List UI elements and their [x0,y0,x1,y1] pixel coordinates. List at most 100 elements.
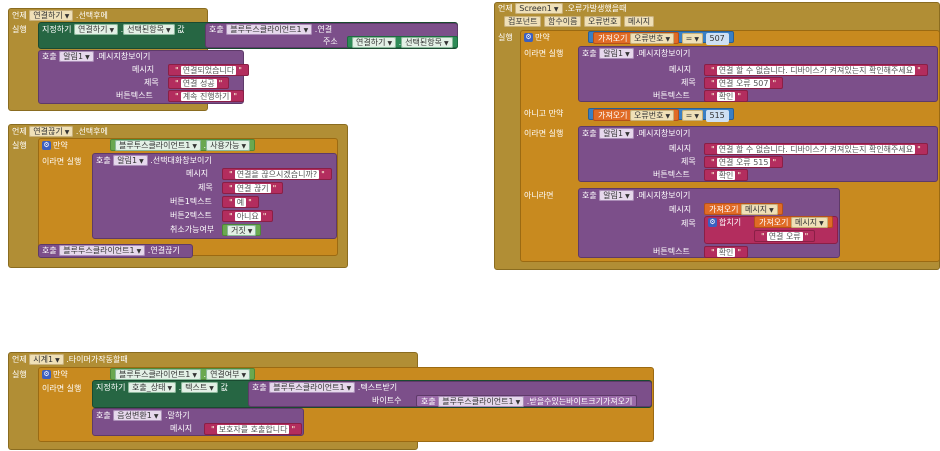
notifier-dropdown[interactable]: 알림1▼ [599,48,634,59]
notifier-dropdown[interactable]: 알림1▼ [113,155,148,166]
event-header: 언제 시계1▼ .타이머가작동할때 [12,354,128,365]
then-label: 이라면 실행 [42,157,82,166]
bluetooth-connected-block[interactable]: 블루투스클라이언트1▼ .연결여부▼ [110,368,256,380]
cancelable-param-label: 취소가능여부 [170,225,215,234]
gear-icon[interactable]: ⚙ [42,141,51,150]
message-param-label: 메시지 [132,65,155,74]
set-header: 지정하기 호출_상태▼ .텍스트▼ 값 [96,382,228,393]
button1-param-label: 버튼1텍스트 [170,197,212,206]
button-param-label: 버튼텍스트 [116,91,153,100]
number-515[interactable]: 515 [705,110,729,122]
title-string[interactable]: "연결 끊기" [222,182,284,194]
get-error-number-block[interactable]: 가져오기 오류번호▼ [593,109,680,121]
event-header: 언제 연결끊기▼ .선택후에 [12,126,108,137]
title-param-label: 제목 [198,183,213,192]
then-label: 이라면 실행 [524,49,564,58]
receive-text-header: 호출 블루투스클라이언트1▼ .텍스트받기 [252,382,398,393]
number-507[interactable]: 507 [705,33,729,45]
button2-param-label: 버튼2텍스트 [170,211,212,220]
error-string[interactable]: "연결 오류" [754,230,816,242]
notifier-header: 호출 알림1▼ .메시지창보이기 [582,128,691,139]
message-string[interactable]: "연결되었습니다" [168,64,249,76]
bluetooth-dropdown[interactable]: 블루투스클라이언트1▼ [59,245,146,256]
title-param-label: 제목 [144,78,159,87]
button-string-515[interactable]: "확인" [704,169,749,181]
title-param-label: 제목 [681,157,696,166]
message-param-label: 메시지 [669,65,692,74]
event-params: 컴포넌트 함수이름 오류번호 메시지 [504,16,655,28]
compare-block-507[interactable]: 가져오기 오류번호▼ =▼ 507 [588,31,734,45]
get-selection-block[interactable]: 연결하기▼ .선택된항목▼ [347,36,458,48]
message-string[interactable]: "연결을 끊으시겠습니까?" [222,168,332,180]
component-dropdown[interactable]: 연결끊기▼ [29,126,74,137]
message-string-507[interactable]: "연결 할 수 없습니다. 디바이스가 켜져있는지 확인해주세요" [704,64,928,76]
message-string-515[interactable]: "연결 할 수 없습니다. 디바이스가 켜져있는지 확인해주세요" [704,143,928,155]
component-dropdown[interactable]: Screen1▼ [515,3,563,14]
gear-icon[interactable]: ⚙ [42,370,51,379]
event-header: 언제 연결하기▼ .선택후에 [12,10,108,21]
notifier-dropdown[interactable]: 알림1▼ [59,51,94,62]
tts-dropdown[interactable]: 음성변환1▼ [113,410,163,421]
disconnect-header: 호출 블루투스클라이언트1▼ .연결끊기 [42,245,180,256]
button-param-label: 버튼텍스트 [653,247,690,256]
else-label: 아니라면 [524,191,554,200]
get-message-block[interactable]: 가져오기 메시지▼ [754,216,833,228]
do-label: 실행 [12,141,27,150]
title-string[interactable]: "연결 성공" [168,77,230,89]
bluetooth-available-block[interactable]: 블루투스클라이언트1▼ .사용가능▼ [110,139,256,151]
call-notifier-show-choose-dialog[interactable] [92,153,337,239]
elseif-label: 아니고 만약 [524,109,564,118]
set-property-dropdown[interactable]: 텍스트▼ [181,382,218,393]
message-param-label: 메시지 [669,205,692,214]
set-component-dropdown[interactable]: 연결하기▼ [74,24,119,35]
set-property-dropdown[interactable]: 선택된항목▼ [123,24,175,35]
param-message[interactable]: 메시지 [624,16,655,27]
get-message-block[interactable]: 가져오기 메시지▼ [704,203,783,215]
do-label: 실행 [12,370,27,379]
title-param-label: 제목 [681,78,696,87]
call-connect-header: 호출 블루투스클라이언트1▼ .연결 [209,24,333,35]
join-header: ⚙합치기 [708,218,742,227]
message-param-label: 메시지 [669,144,692,153]
get-error-number-block[interactable]: 가져오기 오류번호▼ [593,32,680,44]
call-bytes-available[interactable]: 호출 블루투스클라이언트1▼ .받을수있는바이트크기가져오기 [416,395,638,407]
title-param-label: 제목 [681,219,696,228]
notifier-header: 호출 알림1▼ .메시지창보이기 [42,51,151,62]
button-param-label: 버튼텍스트 [653,170,690,179]
button1-string[interactable]: "예" [222,196,259,208]
button-string-507[interactable]: "확인" [704,90,749,102]
param-function-name[interactable]: 함수이름 [544,16,582,27]
button-string-else[interactable]: "확인" [704,246,749,258]
gear-icon[interactable]: ⚙ [524,33,533,42]
false-boolean-block[interactable]: 거짓▼ [222,224,262,236]
bytes-param-label: 바이트수 [372,396,402,405]
message-param-label: 메시지 [170,424,193,433]
do-label: 실행 [498,33,513,42]
notifier-header: 호출 알림1▼ .메시지창보이기 [582,48,691,59]
speak-header: 호출 음성변환1▼ .말하기 [96,410,190,421]
title-string-507[interactable]: "연결 오류 507" [704,77,784,89]
param-component[interactable]: 컴포넌트 [504,16,542,27]
bluetooth-dropdown[interactable]: 블루투스클라이언트1▼ [226,24,313,35]
button-string[interactable]: "계속 진행하기" [168,90,245,102]
set-header: 지정하기 연결하기▼ .선택된항목▼ 값 [42,24,185,35]
do-label: 실행 [12,25,27,34]
gear-icon[interactable]: ⚙ [708,218,717,227]
if-header: ⚙만약 [42,141,68,150]
component-dropdown[interactable]: 시계1▼ [29,354,64,365]
message-param-label: 메시지 [186,169,209,178]
set-component-dropdown[interactable]: 호출_상태▼ [128,382,177,393]
event-header: 언제 Screen1▼ .오류가발생했을때 [498,3,627,14]
title-string-515[interactable]: "연결 오류 515" [704,156,784,168]
notifier-header: 호출 알림1▼ .메시지창보이기 [582,190,691,201]
button2-string[interactable]: "아니요" [222,210,274,222]
notifier-dropdown[interactable]: 알림1▼ [599,128,634,139]
bluetooth-dropdown[interactable]: 블루투스클라이언트1▼ [269,382,356,393]
if-header: ⚙만약 [42,370,68,379]
if-header: ⚙만약 [524,33,550,42]
notifier-dropdown[interactable]: 알림1▼ [599,190,634,201]
speak-message-string[interactable]: "보호자를 호출합니다" [204,423,303,435]
param-error-number[interactable]: 오류번호 [584,16,622,27]
component-dropdown[interactable]: 연결하기▼ [29,10,74,21]
compare-block-515[interactable]: 가져오기 오류번호▼ =▼ 515 [588,108,734,122]
